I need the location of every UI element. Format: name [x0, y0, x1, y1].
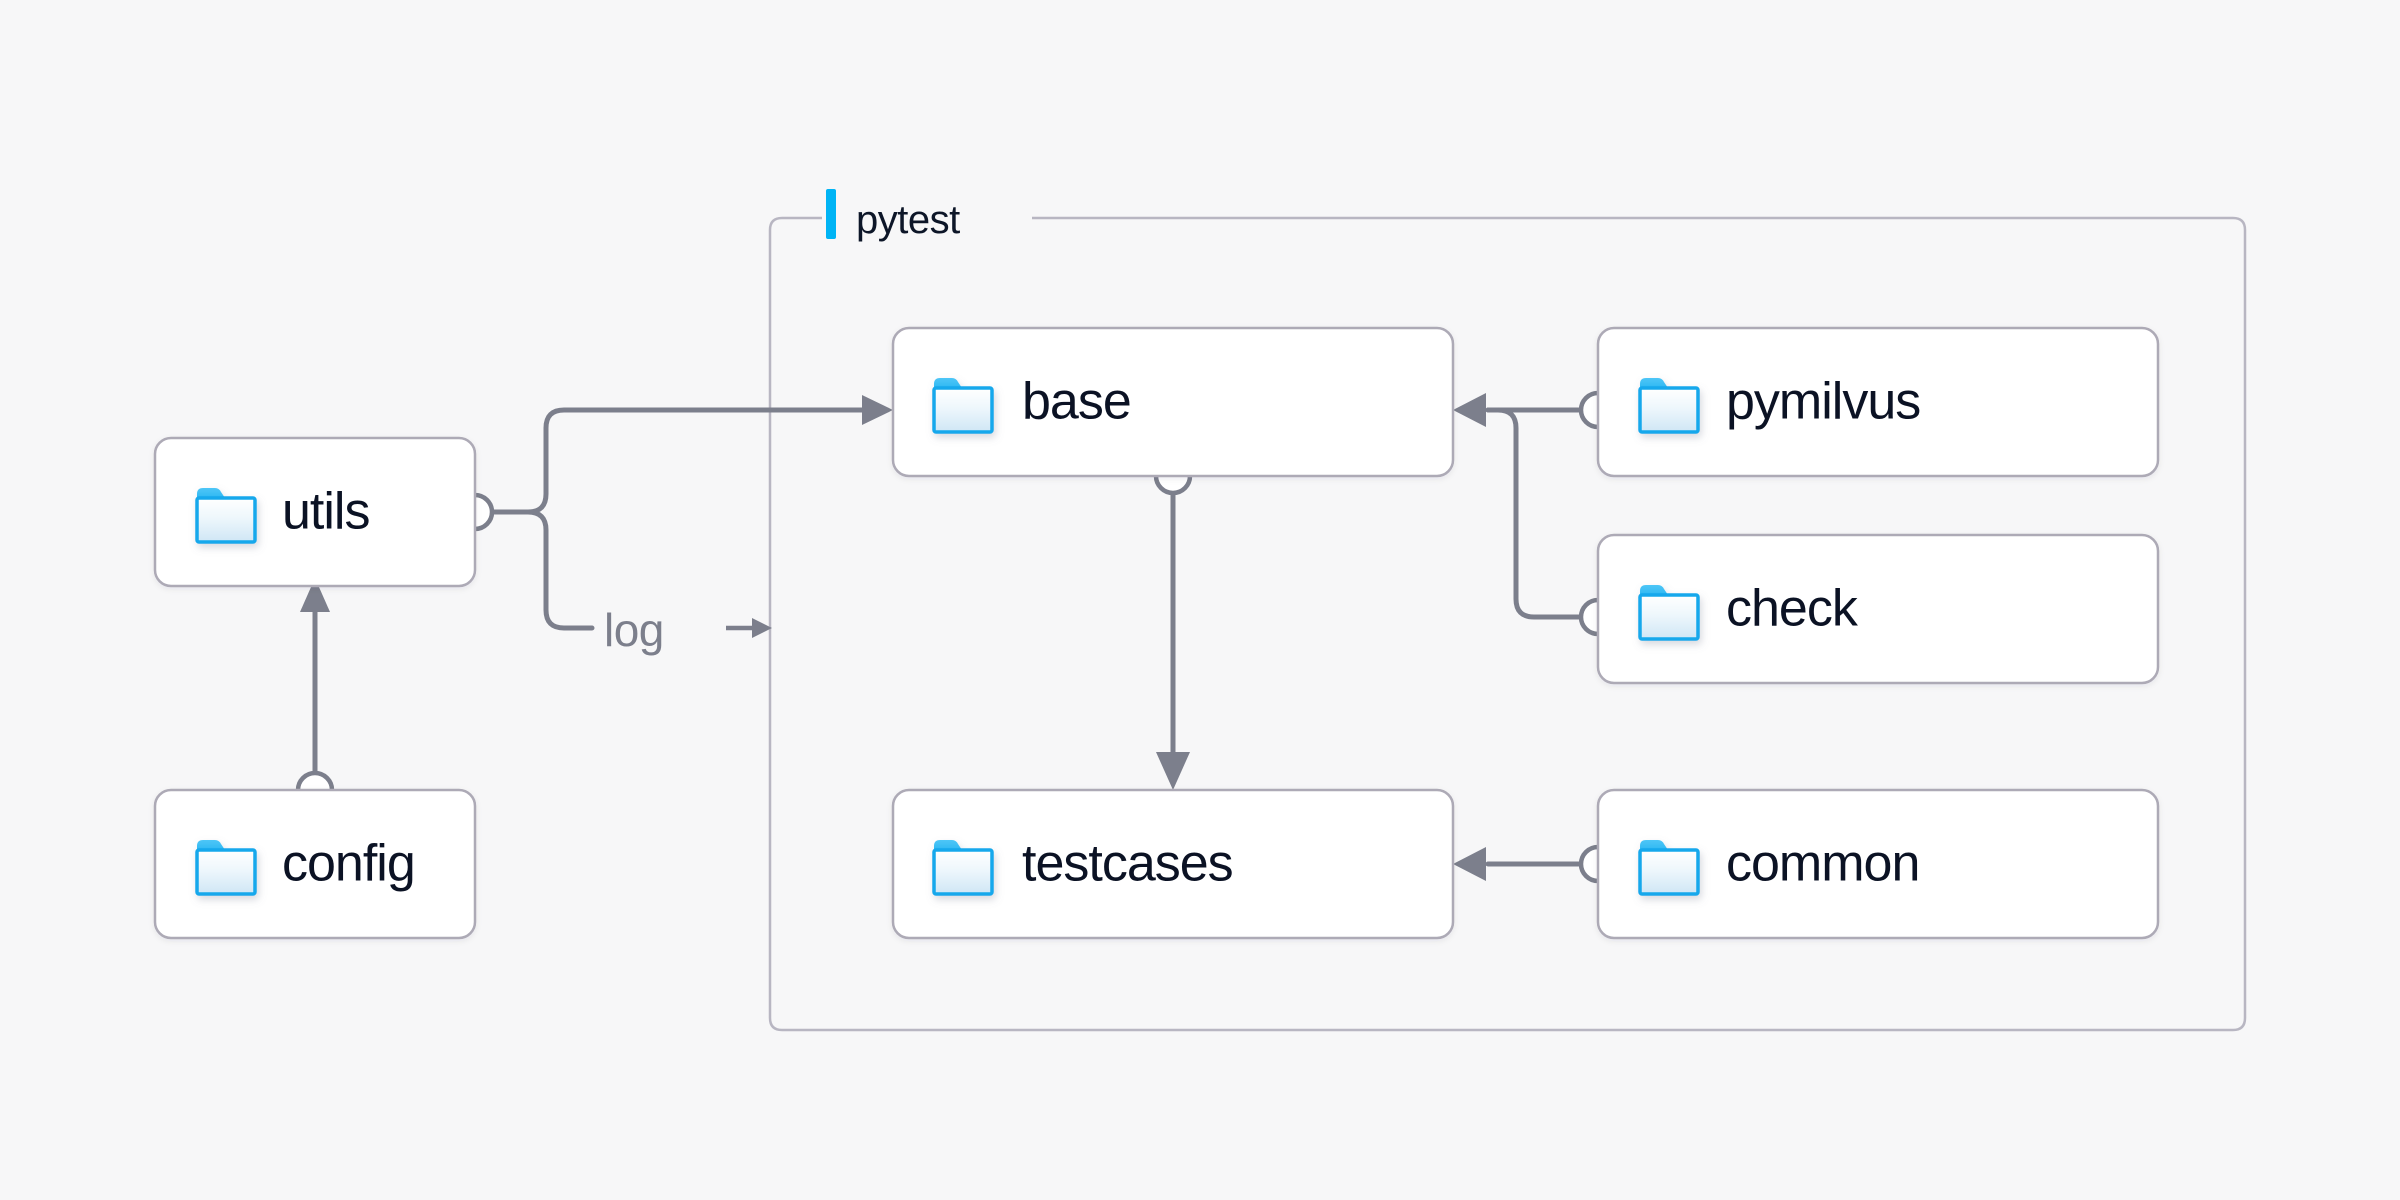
edge-utils-to-base — [489, 395, 893, 515]
edge-pymilvus-to-base — [1453, 390, 1618, 430]
node-label-check: check — [1726, 580, 1859, 638]
group-label-group: pytest — [822, 189, 1032, 242]
group-label-backdrop — [822, 196, 1032, 240]
edge-config-to-utils — [295, 578, 335, 810]
node-testcases[interactable]: testcases — [891, 788, 1455, 940]
folder-icon — [1638, 840, 1700, 896]
folder-icon — [932, 840, 994, 896]
node-label-common: common — [1726, 835, 1919, 893]
node-config[interactable]: config — [153, 788, 477, 940]
arrow-right-icon — [726, 618, 772, 638]
node-base[interactable]: base — [891, 326, 1455, 478]
folder-icon — [1638, 585, 1700, 641]
edge-base-to-testcases — [1153, 456, 1193, 790]
node-label-base: base — [1022, 373, 1131, 431]
edge-common-to-testcases — [1453, 844, 1618, 884]
group-label-pytest: pytest — [856, 198, 960, 242]
edge-label-log-group: log — [604, 604, 772, 656]
edge-label-log: log — [604, 604, 664, 656]
group-accent-bar-icon — [826, 189, 836, 239]
node-label-testcases: testcases — [1022, 835, 1233, 893]
edge-utils-to-log — [489, 509, 595, 631]
node-pymilvus[interactable]: pymilvus — [1596, 326, 2160, 478]
node-label-pymilvus: pymilvus — [1726, 373, 1920, 431]
node-check[interactable]: check — [1596, 533, 2160, 685]
group-container-pytest — [768, 216, 2247, 1032]
node-common[interactable]: common — [1596, 788, 2160, 940]
folder-icon — [195, 840, 257, 896]
folder-icon — [1638, 378, 1700, 434]
node-utils[interactable]: utils — [153, 436, 477, 588]
node-label-config: config — [282, 835, 415, 893]
edge-check-to-base — [1485, 407, 1618, 637]
folder-icon — [932, 378, 994, 434]
folder-icon — [195, 488, 257, 544]
node-label-utils: utils — [282, 483, 369, 541]
